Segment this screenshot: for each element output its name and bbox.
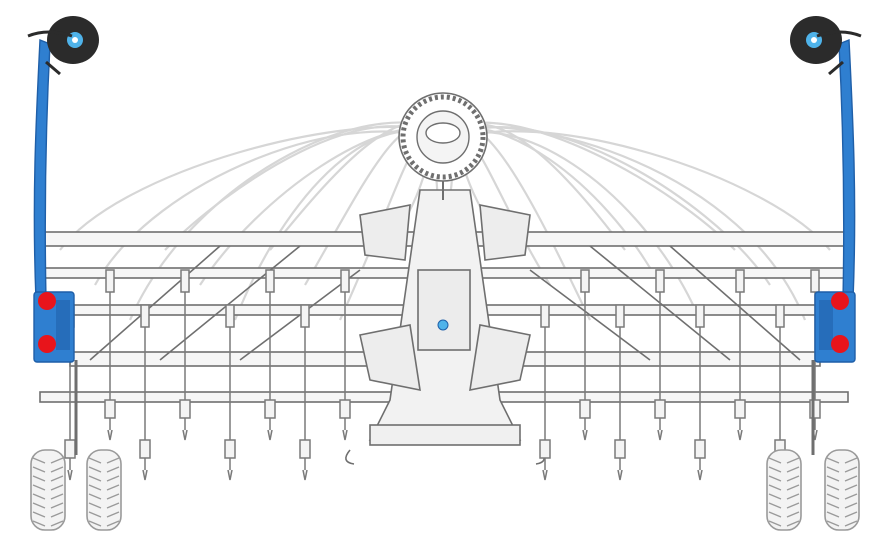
tine (539, 304, 551, 481)
tine (654, 269, 666, 441)
tire-icon (30, 449, 66, 531)
brace-right-3 (529, 269, 651, 361)
tine-row (64, 269, 821, 481)
red-dot-icon (831, 335, 849, 353)
brace-left-2 (159, 245, 301, 361)
bracket-right-upper (479, 204, 531, 261)
tire-icon (86, 449, 122, 531)
seed-hose (442, 130, 831, 251)
distribution-head-icon (398, 92, 488, 200)
bracket-left-upper (359, 204, 411, 261)
hitch-left-hook (345, 449, 355, 465)
left-arm-boom (33, 38, 51, 301)
tine (734, 269, 746, 441)
right-arm-boom (838, 38, 856, 301)
marker-disc-icon (790, 16, 862, 76)
tine (694, 304, 706, 481)
tire-icon (824, 449, 860, 531)
tine (224, 304, 236, 481)
marker-disc-icon (27, 16, 99, 76)
tine (579, 269, 591, 441)
tine (179, 269, 191, 441)
hitch-plate (369, 424, 521, 446)
hopper-sensor-icon (437, 319, 449, 331)
red-dot-icon (38, 335, 56, 353)
central-hopper (417, 269, 471, 351)
tine (264, 269, 276, 441)
tire-icon (766, 449, 802, 531)
tine (139, 304, 151, 481)
tine (339, 269, 351, 441)
wheel-set (30, 360, 860, 531)
bracket-right-lower (469, 324, 531, 392)
tine (104, 269, 116, 441)
brace-left-1 (89, 245, 221, 361)
brace-right-1 (669, 245, 801, 361)
red-dot-icon (831, 292, 849, 310)
brace-left-3 (239, 269, 361, 361)
cultivator-frame (39, 189, 849, 465)
highlight-points (38, 292, 849, 353)
tine (299, 304, 311, 481)
red-dot-icon (38, 292, 56, 310)
tine (614, 304, 626, 481)
bracket-left-lower (359, 324, 421, 392)
